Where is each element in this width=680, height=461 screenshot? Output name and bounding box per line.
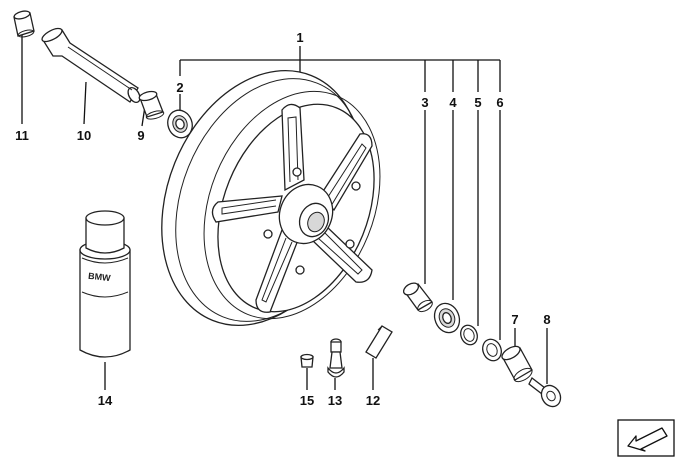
callout-13: 13 xyxy=(328,393,342,408)
callout-4: 4 xyxy=(449,95,457,110)
part-13-valve xyxy=(327,338,345,378)
leader-lines xyxy=(21,34,548,390)
callout-11: 11 xyxy=(15,128,29,143)
can-brand-label: BMW xyxy=(88,271,112,283)
part-4-bearing xyxy=(433,302,461,334)
callout-6: 6 xyxy=(496,95,503,110)
part-3-sleeve xyxy=(402,282,433,313)
part-8-bolt xyxy=(528,377,562,408)
part-7-bushing xyxy=(501,345,533,383)
callout-9: 9 xyxy=(137,128,144,143)
part-11-sleeve xyxy=(13,10,35,38)
callout-5: 5 xyxy=(474,95,481,110)
callout-7: 7 xyxy=(511,312,518,327)
callout-8: 8 xyxy=(543,312,550,327)
callout-15: 15 xyxy=(300,393,314,408)
part-14-spray-can: BMW xyxy=(79,210,131,358)
part-2-bearing xyxy=(167,109,193,139)
part-9-spacer xyxy=(138,90,165,120)
callout-12: 12 xyxy=(366,393,380,408)
callout-3: 3 xyxy=(421,95,428,110)
callout-2: 2 xyxy=(176,80,183,95)
part-10-axle xyxy=(41,27,141,104)
callout-14: 14 xyxy=(98,393,113,408)
callout-labels: 1 2 3 4 5 6 7 8 9 10 11 12 13 14 15 xyxy=(15,30,550,408)
part-15-cap xyxy=(300,353,314,368)
part-1-wheel xyxy=(161,69,381,327)
part-5-circlip xyxy=(460,324,478,346)
part-6-ring xyxy=(482,338,502,362)
callout-10: 10 xyxy=(77,128,91,143)
navigation-arrow-icon[interactable] xyxy=(617,419,675,457)
callout-1: 1 xyxy=(296,30,303,45)
part-12-strip xyxy=(365,325,393,359)
